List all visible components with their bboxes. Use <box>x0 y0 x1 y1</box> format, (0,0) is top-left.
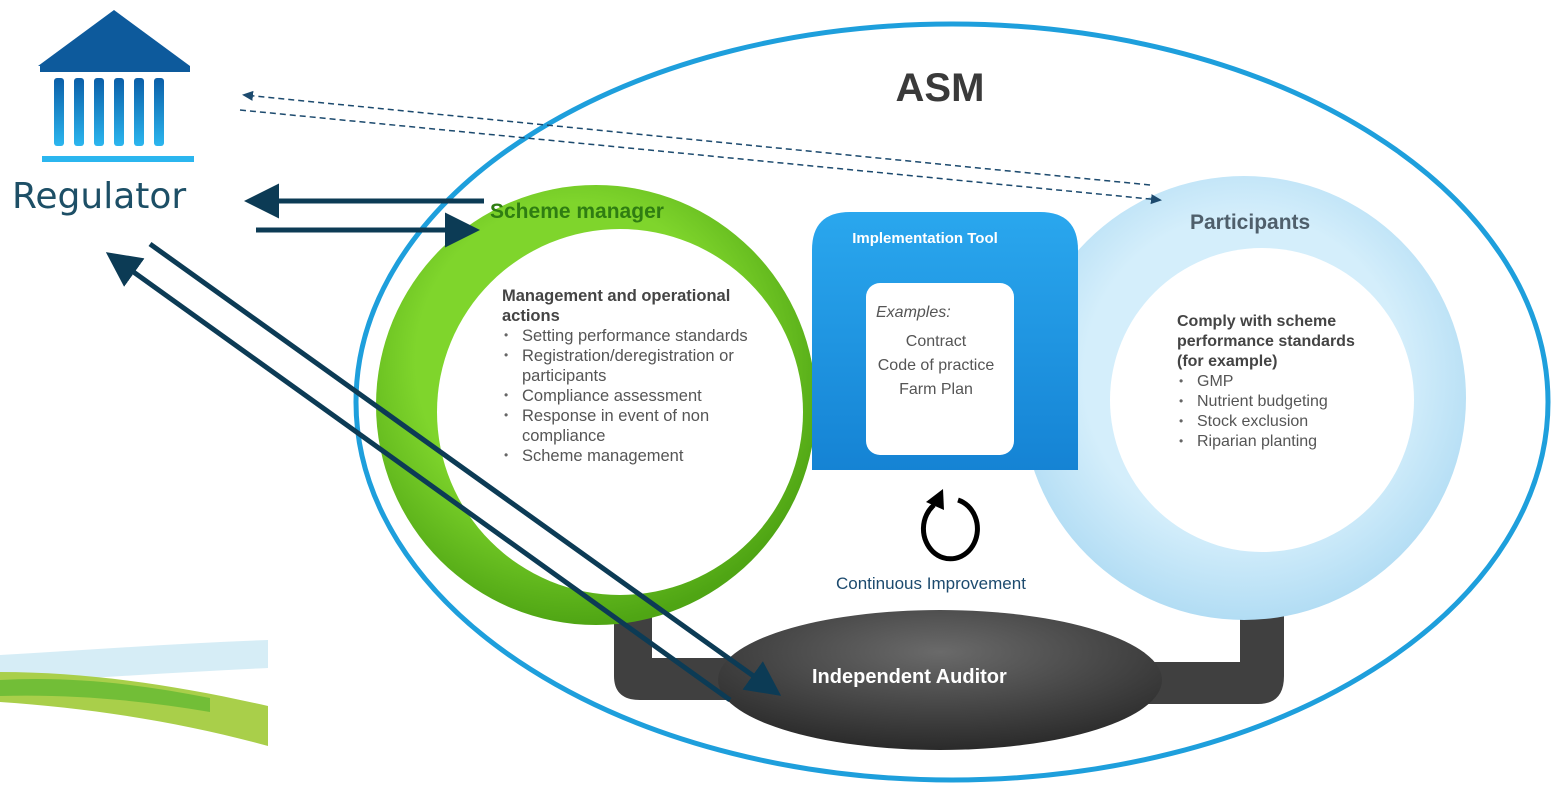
cycle-arrow-icon <box>920 489 980 562</box>
arrow-regulator-to-auditor <box>148 241 782 696</box>
examples-label: Examples: <box>876 304 951 321</box>
list-item: GMP <box>1179 371 1357 392</box>
participants-title: Participants <box>1190 211 1311 234</box>
list-item: Riparian planting <box>1179 431 1357 452</box>
independent-auditor-ellipse <box>718 610 1162 750</box>
implementation-examples: Examples: Contract Code of practice Farm… <box>876 304 996 404</box>
implementation-examples-box <box>866 283 1014 455</box>
list-item: Registration/deregistration or participa… <box>504 345 792 386</box>
list-item: Compliance assessment <box>504 385 792 406</box>
list-item: Nutrient budgeting <box>1179 391 1357 412</box>
example-item: Code of practice <box>877 357 995 374</box>
list-item: Response in event of non compliance <box>504 405 792 446</box>
scheme-manager-list: Setting performance standards Registrati… <box>502 325 792 466</box>
dashed-arrow-to-regulator <box>242 90 1151 186</box>
implementation-tool-title: Implementation Tool <box>852 230 998 247</box>
participants-heading: Comply with scheme performance standards… <box>1177 313 1355 370</box>
arrow-auditor-to-regulator <box>105 252 732 703</box>
scheme-manager-body: Management and operational actions Setti… <box>502 286 792 466</box>
regulator-label: Regulator <box>12 176 187 217</box>
list-item: Scheme management <box>504 445 792 466</box>
asm-boundary <box>353 21 1551 783</box>
decorative-swoosh <box>0 640 268 746</box>
continuous-improvement-label: Continuous Improvement <box>836 574 1026 593</box>
scheme-manager-heading: Management and operational actions <box>502 287 731 325</box>
list-item: Stock exclusion <box>1179 411 1357 432</box>
dashed-arrow-to-participants <box>239 109 1162 205</box>
example-item: Farm Plan <box>899 381 973 398</box>
participants-body: Comply with scheme performance standards… <box>1177 312 1357 452</box>
scheme-manager-title: Scheme manager <box>490 200 664 223</box>
example-item: Contract <box>905 333 967 350</box>
asm-title: ASM <box>895 66 985 110</box>
participants-list: GMP Nutrient budgeting Stock exclusion R… <box>1177 371 1357 452</box>
list-item: Setting performance standards <box>504 325 792 346</box>
government-building-icon <box>38 10 194 162</box>
independent-auditor-label: Independent Auditor <box>812 666 1007 688</box>
